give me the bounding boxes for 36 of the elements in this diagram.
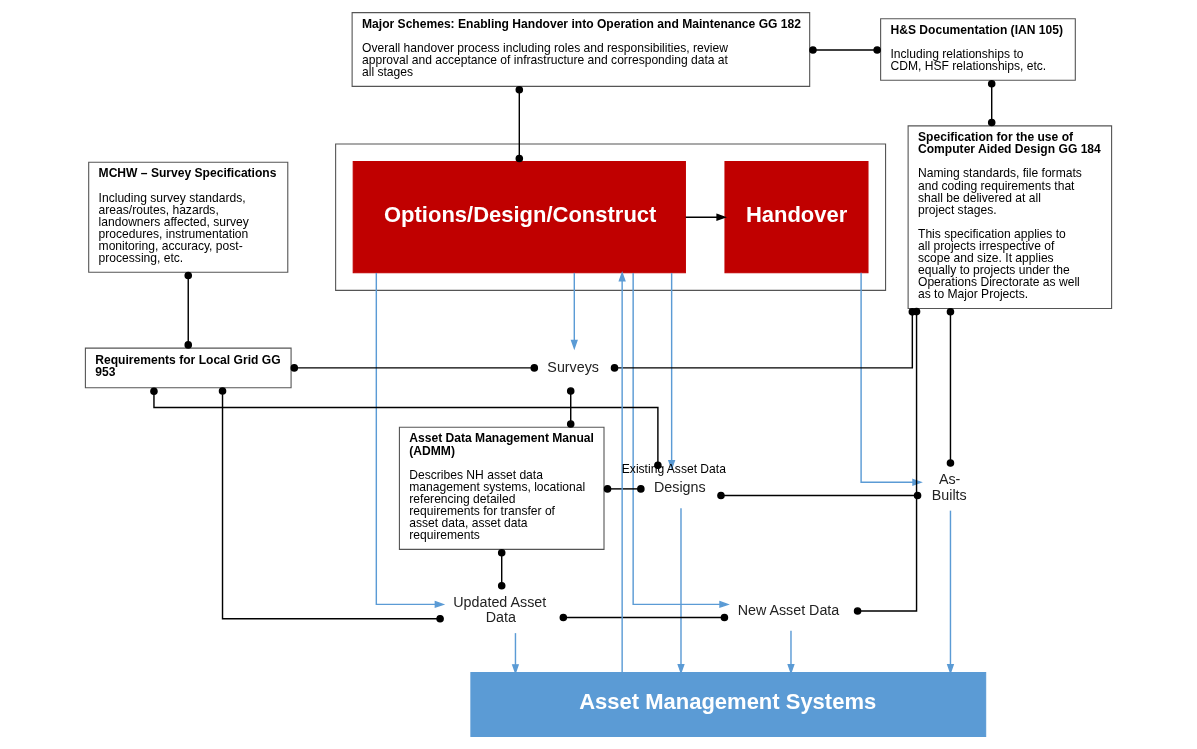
arrow [375, 272, 446, 609]
arrow [570, 272, 578, 351]
cluster [335, 143, 887, 291]
node-box: Options/Design/Construct [352, 161, 686, 274]
node-box: Specification for the use of Computer Aided Design GG 184 Naming standards, file formats and coding requirements that shall be delivered at all project stages. This specification applies to all projects irrespective of scope and size. It applies equally to projects under the Operations Directorate as well as to Major Projects. [907, 125, 1113, 310]
connector [603, 485, 645, 493]
arrow [632, 272, 730, 609]
connector [987, 79, 996, 127]
arrow [685, 213, 727, 221]
arrow [677, 507, 685, 675]
arrow [787, 630, 795, 675]
node-box: Asset Management Systems [470, 672, 987, 737]
connector [566, 387, 575, 428]
node-box: Asset Data Management Manual (ADMM) Describes NH asset data management systems, locational referencing detailed requirements for transfer of asset data, asset data requirements [398, 426, 605, 550]
node-box: Major Schemes: Enabling Handover into Operation and Maintenance GG 182 Overall handover process including roles and responsibilities, review approval and acceptance of infrastructure and corresponding data at all stages [351, 12, 811, 87]
connector [184, 271, 193, 349]
arrow [860, 272, 923, 486]
arrow [946, 509, 955, 675]
connector [497, 548, 506, 590]
node-text: New Asset Data [737, 601, 840, 618]
node-text: Surveys [547, 358, 599, 375]
connector [559, 613, 729, 622]
connector [218, 387, 444, 623]
node-text: As-Builts [931, 471, 967, 503]
arrow [511, 632, 520, 675]
node-box: Requirements for Local Grid GG 953 [84, 347, 292, 389]
connector [946, 307, 955, 467]
node-box: MCHW – Survey Specifications Including survey standards, areas/routes, hazards, landowners affected, survey procedures, instrumentation monitoring, accuracy, post-processing, etc. [88, 161, 289, 273]
arrow [618, 270, 626, 674]
connector [290, 364, 539, 372]
node-text: Updated Asset Data [453, 594, 547, 626]
node-text: Designs [654, 479, 706, 496]
node-box: Handover [724, 161, 869, 274]
node-box: H&S Documentation (IAN 105) Including relationships to CDM, HSF relationships, etc. [880, 18, 1076, 81]
connector [809, 46, 881, 54]
connector [515, 86, 524, 163]
